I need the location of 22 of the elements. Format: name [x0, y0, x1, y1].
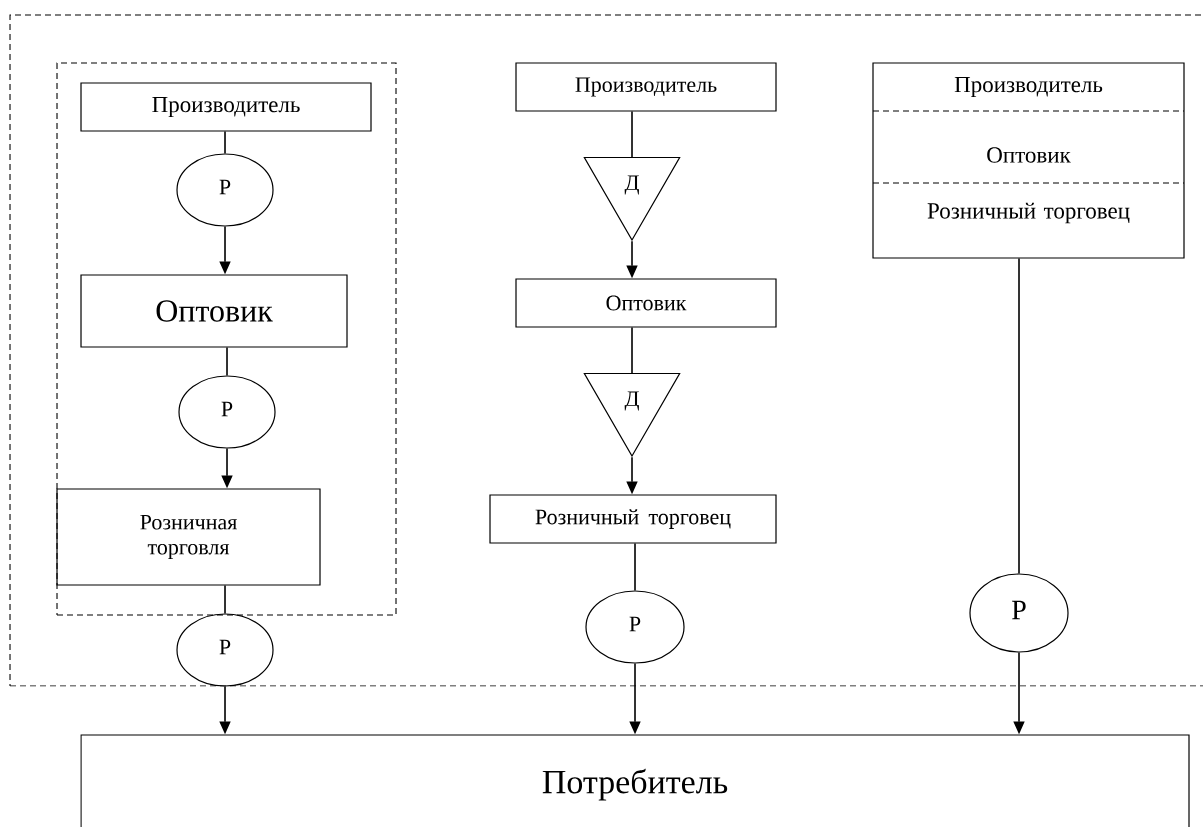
ellipse-node: Р — [176, 613, 274, 687]
connector-line — [226, 346, 228, 377]
connector-line — [1018, 257, 1020, 575]
process-box: Оптовик — [80, 274, 348, 348]
ellipse-node: Р — [178, 375, 276, 449]
process-box: Оптовик — [515, 278, 777, 328]
connector-line — [634, 542, 636, 592]
process-box: Розничная торговля — [56, 488, 321, 586]
process-box: Розничный торговец — [489, 494, 777, 544]
dashed-frame — [56, 62, 397, 616]
connector-line — [224, 130, 226, 155]
ellipse-node: Р — [969, 573, 1069, 653]
stacked-box: Производитель Оптовик Розничный торговец — [872, 62, 1185, 259]
connector-line — [631, 110, 633, 158]
ellipse-node: Р — [176, 153, 274, 227]
connector-line — [631, 326, 633, 374]
dashed-frame — [9, 14, 1203, 687]
process-box: Производитель — [80, 82, 372, 132]
consumer-box: Потребитель — [80, 734, 1190, 827]
process-box: Производитель — [515, 62, 777, 112]
ellipse-node: Р — [585, 590, 685, 664]
connector-line — [224, 584, 226, 615]
